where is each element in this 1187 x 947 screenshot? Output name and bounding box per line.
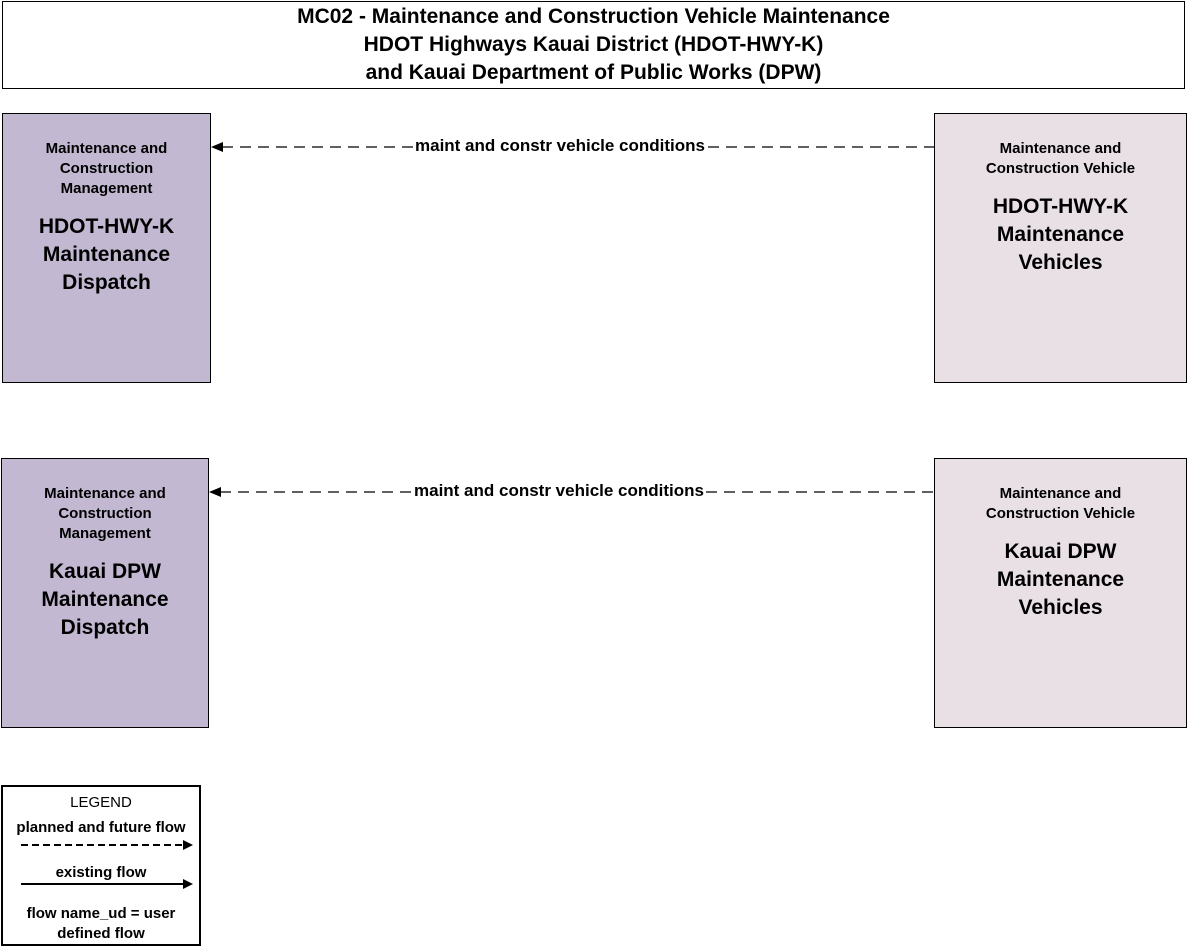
legend-existing-label: existing flow — [55, 864, 147, 881]
node-instance-label: HDOT-HWY-K Maintenance Dispatch — [3, 213, 210, 297]
flow-arrow-dpw — [209, 487, 934, 497]
instance-line: HDOT-HWY-K — [992, 195, 1129, 218]
instance-line: Maintenance — [41, 588, 169, 611]
legend-note-line: defined flow — [57, 925, 145, 942]
class-line: Maintenance and — [44, 485, 166, 502]
class-line: Construction Vehicle — [985, 505, 1136, 522]
instance-line: Dispatch — [60, 616, 150, 639]
instance-line: Maintenance — [996, 223, 1125, 246]
class-line: Maintenance and — [45, 140, 168, 157]
node-hdot-maintenance-vehicles[interactable]: Maintenance and Construction Vehicle HDO… — [934, 113, 1187, 383]
diagram-title-line-3: and Kauai Department of Public Works (DP… — [365, 61, 822, 84]
node-dpw-maintenance-dispatch[interactable]: Maintenance and Construction Management … — [1, 458, 209, 728]
node-class-label: Maintenance and Construction Vehicle — [935, 139, 1186, 179]
diagram-title-line-2: HDOT Highways Kauai District (HDOT-HWY-K… — [363, 33, 824, 56]
instance-line: Kauai DPW — [1004, 540, 1117, 563]
legend-title: LEGEND — [70, 794, 132, 811]
legend-box: LEGEND planned and future flow existing … — [1, 785, 201, 946]
node-class-label: Maintenance and Construction Management — [2, 484, 208, 544]
instance-line: HDOT-HWY-K — [38, 215, 175, 238]
class-line: Management — [60, 180, 153, 197]
diagram-title-box: MC02 - Maintenance and Construction Vehi… — [2, 1, 1185, 89]
class-line: Maintenance and — [999, 140, 1122, 157]
legend-note-line: flow name_ud = user — [26, 905, 176, 922]
instance-line: Kauai DPW — [48, 560, 161, 583]
class-line: Management — [59, 525, 151, 542]
legend-planned-label: planned and future flow — [16, 819, 186, 836]
instance-line: Vehicles — [1018, 596, 1103, 619]
flow-arrow-hdot — [211, 142, 934, 152]
flow-label-dpw: maint and constr vehicle conditions — [413, 481, 705, 501]
instance-line: Vehicles — [1018, 251, 1103, 274]
node-dpw-maintenance-vehicles[interactable]: Maintenance and Construction Vehicle Kau… — [934, 458, 1187, 728]
node-hdot-maintenance-dispatch[interactable]: Maintenance and Construction Management … — [2, 113, 211, 383]
legend-planned-arrow-icon — [21, 840, 193, 850]
node-class-label: Maintenance and Construction Vehicle — [935, 484, 1186, 524]
legend-existing-arrow-icon — [21, 879, 193, 889]
instance-line: Dispatch — [62, 271, 151, 294]
instance-line: Maintenance — [42, 243, 171, 266]
flow-label-hdot: maint and constr vehicle conditions — [414, 136, 706, 156]
instance-line: Maintenance — [996, 568, 1125, 591]
class-line: Construction — [58, 505, 152, 522]
node-instance-label: Kauai DPW Maintenance Vehicles — [935, 538, 1186, 622]
diagram-title-line-1: MC02 - Maintenance and Construction Vehi… — [297, 5, 890, 28]
node-class-label: Maintenance and Construction Management — [3, 139, 210, 199]
node-instance-label: Kauai DPW Maintenance Dispatch — [2, 558, 208, 642]
class-line: Construction Vehicle — [985, 160, 1136, 177]
legend-note: flow name_ud = user defined flow — [3, 904, 199, 944]
class-line: Construction — [59, 160, 154, 177]
class-line: Maintenance and — [999, 485, 1122, 502]
node-instance-label: HDOT-HWY-K Maintenance Vehicles — [935, 193, 1186, 277]
